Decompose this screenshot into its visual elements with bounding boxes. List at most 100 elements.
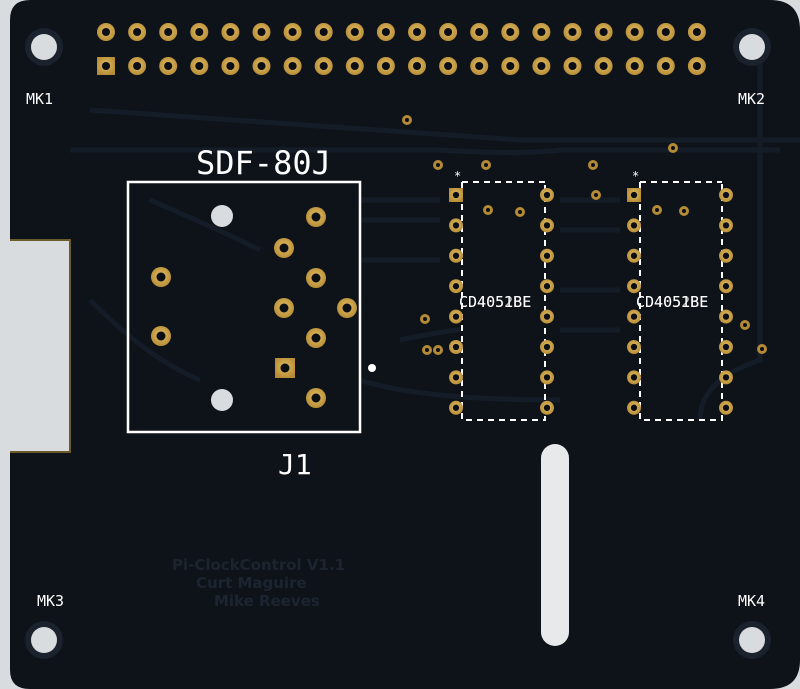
via-drill <box>682 209 686 213</box>
via-drill <box>436 163 440 167</box>
drill-hole <box>101 61 111 71</box>
drill-hole <box>452 313 460 320</box>
drill-hole <box>311 393 321 403</box>
drill-hole <box>279 303 289 313</box>
drill-hole <box>475 27 484 37</box>
drill-hole <box>311 273 321 283</box>
drill-hole <box>543 283 551 290</box>
drill-hole <box>319 27 328 37</box>
drill-hole <box>452 374 460 381</box>
drill-hole <box>257 27 266 37</box>
chip-footprints: * CD4052BE CD4051BE * CD4052BE CD4051BE <box>449 169 733 421</box>
drill-hole <box>722 374 730 381</box>
drill-hole <box>630 374 638 381</box>
drill-hole <box>506 27 515 37</box>
connector-outline <box>126 180 362 434</box>
via-drill <box>743 323 747 327</box>
drill-hole <box>156 272 166 282</box>
chip-u1: * CD4052BE CD4051BE <box>449 169 554 421</box>
drill-hole <box>156 331 166 341</box>
drill-hole <box>280 363 290 373</box>
drill-hole <box>226 27 235 37</box>
connector-part-label: SDF-80J <box>196 144 331 182</box>
mounting-hole <box>739 34 765 60</box>
drill-hole <box>288 61 297 71</box>
drill-hole <box>630 27 639 37</box>
mk1-label: MK1 <box>26 90 53 108</box>
drill-hole <box>722 283 730 290</box>
drill-hole <box>412 27 422 37</box>
drill-hole <box>279 243 289 253</box>
drill-hole <box>630 283 638 290</box>
drill-hole <box>101 27 111 37</box>
drill-hole <box>537 61 546 71</box>
drill-hole <box>195 61 204 71</box>
gpio-header <box>97 23 706 75</box>
pcb-board <box>10 0 800 689</box>
via-drill <box>486 208 490 212</box>
vias <box>402 115 767 355</box>
mounting-hole <box>739 627 765 653</box>
drill-hole <box>288 27 297 37</box>
chip-outline <box>461 181 546 421</box>
drill-hole <box>319 61 328 71</box>
via-drill <box>594 193 598 197</box>
drill-hole <box>133 61 142 71</box>
drill-hole <box>452 222 460 229</box>
pin1-star: * <box>632 169 639 183</box>
drill-hole <box>692 61 701 71</box>
chip-u2: * CD4052BE CD4051BE <box>627 169 733 421</box>
drill-hole <box>452 343 460 351</box>
drill-hole <box>350 27 359 37</box>
drill-hole <box>661 61 670 71</box>
drill-hole <box>133 27 142 37</box>
drill-hole <box>412 61 422 71</box>
drill-hole <box>568 27 577 37</box>
via-drill <box>425 348 429 352</box>
drill-hole <box>452 404 460 411</box>
drill-hole <box>164 27 173 37</box>
via-drill <box>423 317 427 321</box>
drill-hole <box>226 61 235 71</box>
drill-hole <box>543 404 551 411</box>
drill-hole <box>630 404 638 411</box>
chip-part-label: CD4051BE <box>636 293 708 311</box>
drill-hole <box>661 27 670 37</box>
drill-hole <box>452 283 460 290</box>
drill-hole <box>568 61 577 71</box>
drill-hole <box>599 27 608 37</box>
drill-hole <box>630 313 638 320</box>
drill-hole <box>311 212 321 222</box>
via-drill <box>671 146 675 150</box>
drill-hole <box>630 191 638 199</box>
via-drill <box>655 208 659 212</box>
drill-hole <box>452 191 460 199</box>
via-drill <box>760 347 764 351</box>
drill-hole <box>722 222 730 229</box>
drill-hole <box>543 222 551 229</box>
via-drill <box>436 348 440 352</box>
via-drill <box>405 118 409 122</box>
drill-hole <box>599 61 608 71</box>
via-drill <box>518 210 522 214</box>
drill-hole <box>164 61 173 71</box>
drill-hole <box>350 61 359 71</box>
drill-hole <box>452 252 460 259</box>
board-notch-edge <box>10 239 71 453</box>
drill-hole <box>195 27 204 37</box>
connector-mount-hole <box>211 389 233 411</box>
pin1-star: * <box>454 169 461 183</box>
drill-hole <box>543 191 551 199</box>
drill-hole <box>257 61 266 71</box>
faint-author-1: Curt Maguire <box>196 574 307 592</box>
drill-hole <box>722 343 730 351</box>
drill-hole <box>381 27 390 37</box>
mounting-hole <box>31 627 57 653</box>
chip-outline <box>639 181 723 421</box>
drill-hole <box>543 252 551 259</box>
drill-hole <box>506 61 515 71</box>
drill-hole <box>722 252 730 259</box>
drill-hole <box>722 404 730 411</box>
